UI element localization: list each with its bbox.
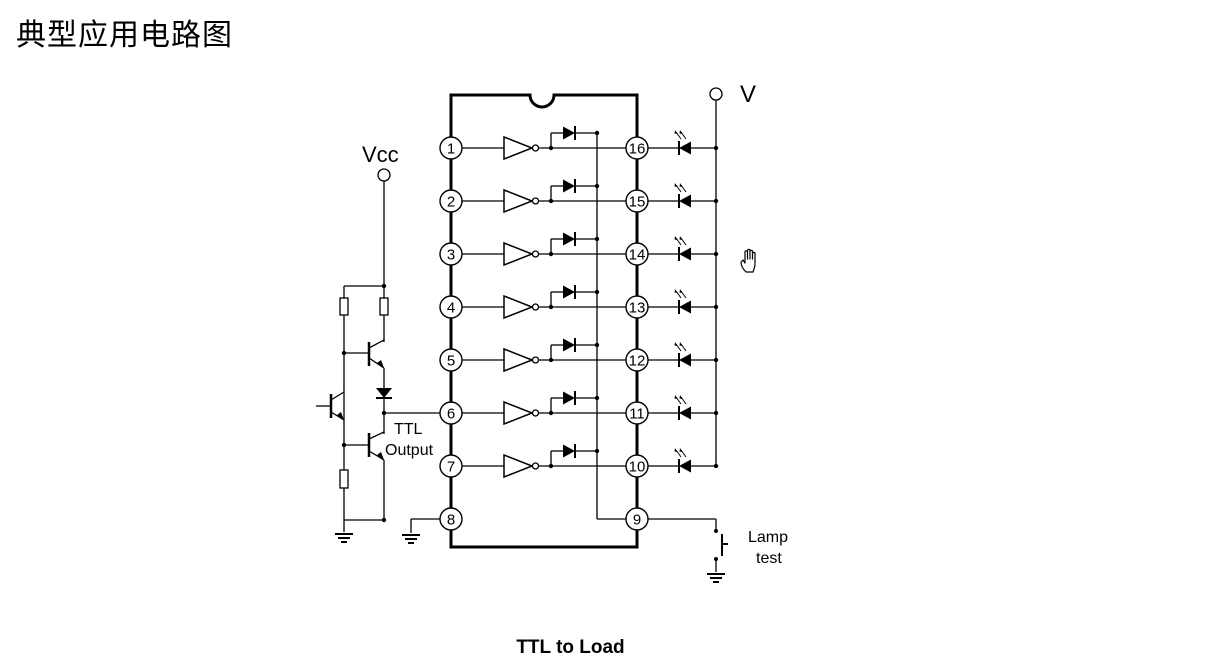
load-led [673, 235, 692, 262]
driver-channel [462, 443, 719, 478]
load-led [673, 182, 692, 209]
driver-channel [462, 231, 719, 266]
inverter [503, 189, 540, 213]
pin-circle [625, 454, 649, 478]
pin-number-label: 13 [629, 300, 646, 317]
lamp-test-label-2: test [756, 550, 782, 567]
load-led [673, 341, 692, 368]
pin-number-label: 3 [447, 247, 455, 264]
load-led [673, 447, 692, 474]
pin-number-label: 9 [633, 512, 641, 529]
pin-circle [625, 348, 649, 372]
pin-circle [439, 507, 463, 531]
inverter [503, 295, 540, 319]
vcc-label: Vcc [362, 142, 399, 167]
pin-number-label: 2 [447, 194, 455, 211]
ic-pins: 1 16 2 15 3 14 4 13 5 12 6 11 7 10 8 9 [439, 136, 649, 531]
pin-circle [439, 401, 463, 425]
pin-number-label: 12 [629, 353, 646, 370]
supply-label: V [740, 81, 756, 108]
ttl-output-label-1: TTL [394, 421, 423, 438]
pin-number-label: 5 [447, 353, 455, 370]
pin-circle [439, 454, 463, 478]
clamp-diode [562, 125, 576, 141]
inverter [503, 348, 540, 372]
pin-circle [625, 136, 649, 160]
pin-circle [439, 242, 463, 266]
inverter [503, 454, 540, 478]
pin8-ground [410, 518, 441, 533]
pin-circle [439, 189, 463, 213]
pin-circle [439, 136, 463, 160]
pin-circle [625, 242, 649, 266]
hand-pointer-icon [740, 248, 756, 273]
supply-rail [709, 87, 723, 466]
inverter [503, 136, 540, 160]
pin-circle [625, 189, 649, 213]
page-title: 典型应用电路图 [16, 18, 233, 53]
lamp-test-label-1: Lamp [748, 529, 788, 546]
pin-number-label: 4 [447, 300, 455, 317]
clamp-diode [562, 231, 576, 247]
pin-number-label: 14 [629, 247, 646, 264]
diagram-caption: TTL to Load [516, 637, 625, 658]
bus-junction [594, 130, 600, 136]
pin-number-label: 8 [447, 512, 455, 529]
ttl-output-label-2: Output [385, 442, 434, 459]
bus-junction [594, 395, 600, 401]
pin-circle [439, 348, 463, 372]
ic-package [449, 93, 639, 549]
driver-channel [462, 125, 719, 160]
clamp-diode [562, 443, 576, 459]
pin-number-label: 7 [447, 459, 455, 476]
pin-number-label: 16 [629, 141, 646, 158]
pin-circle [625, 295, 649, 319]
clamp-diode [562, 390, 576, 406]
driver-channel [462, 390, 719, 425]
bus-junction [594, 289, 600, 295]
ttl-output-stage [316, 168, 441, 532]
load-led [673, 394, 692, 421]
driver-channel [462, 178, 719, 213]
clamp-diode [562, 284, 576, 300]
load-led [673, 288, 692, 315]
pin-circle [625, 507, 649, 531]
pin-number-label: 15 [629, 194, 646, 211]
clamp-diode [562, 337, 576, 353]
driver-channel [462, 337, 719, 372]
pin-circle [439, 295, 463, 319]
load-led [673, 129, 692, 156]
pin-circle [625, 401, 649, 425]
driver-channels [462, 125, 719, 478]
bus-junction [594, 183, 600, 189]
bus-junction [594, 448, 600, 454]
bus-junction [594, 342, 600, 348]
pin-number-label: 6 [447, 406, 455, 423]
inverter [503, 242, 540, 266]
clamp-diode [562, 178, 576, 194]
pin-number-label: 11 [629, 406, 645, 423]
inverter [503, 401, 540, 425]
pin-number-label: 10 [629, 459, 646, 476]
pin-number-label: 1 [447, 141, 455, 158]
bus-junction [594, 236, 600, 242]
lamp-test-switch [648, 518, 728, 572]
driver-channel [462, 284, 719, 319]
